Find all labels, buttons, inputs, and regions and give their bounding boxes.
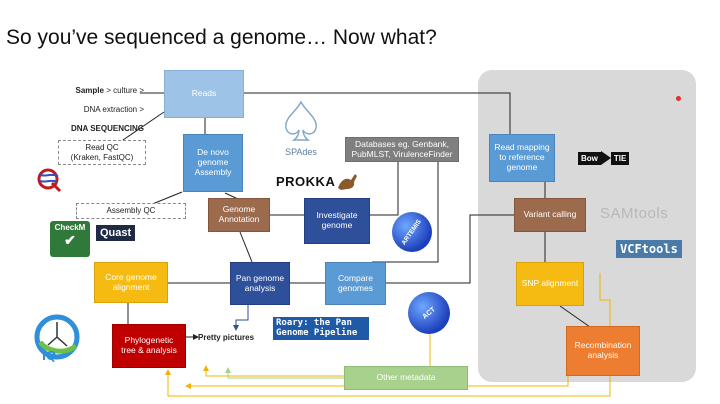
checkmark-icon: ✔ [64,232,76,248]
pointer-dot [676,96,681,101]
vcftools-logo: VCFtools [616,240,682,258]
samtools-logo: SAMtools [600,205,669,222]
page-title: So you’ve sequenced a genome… Now what? [6,26,437,49]
genome-annotation-box: Genome Annotation [208,198,270,232]
pretty-pictures-label: Pretty pictures [198,333,255,342]
phylogenetic-box: Phylogenetic tree & analysis [112,324,186,368]
svg-text:iQ: iQ [42,349,56,362]
pan-genome-box: Pan genome analysis [230,262,290,305]
de-novo-assembly-box: De novo genome Assembly [183,134,243,192]
roary-logo: Roary: the Pan Genome Pipeline [273,317,369,340]
other-metadata-box: Other metadata [344,366,468,390]
recombination-box: Recombination analysis [566,326,640,376]
compare-genomes-box: Compare genomes [325,262,386,305]
read-mapping-box: Read mapping to reference genome [489,134,555,182]
databases-box: Databases eg. Genbank, PubMLST, Virulenc… [345,137,459,162]
sample-text: Sample > culture > DNA extraction > DNA … [70,85,144,133]
kraken-q-logo [36,167,62,193]
spades-logo: SPAdes [270,98,332,157]
bowtie-logo: Bow TIE [578,150,630,166]
variant-calling-box: Variant calling [514,198,586,232]
quast-logo: Quast [96,225,136,241]
spade-icon [285,100,317,141]
read-qc-label: Read QC (Kraken, FastQC) [58,140,146,166]
checkm-logo: CheckM ✔ [50,221,90,257]
investigate-genome-box: Investigate genome [304,198,370,244]
bowtie-icon [600,151,611,165]
q-icon [37,168,62,193]
snp-alignment-box: SNP alignment [516,262,584,306]
kangaroo-icon [338,174,358,190]
act-logo: ACT [408,292,450,334]
iqtree-icon: iQ [34,314,80,363]
prokka-logo: PROKKA [276,170,359,192]
core-genome-box: Core genome alignment [94,262,168,303]
iqtree-logo: iQ [32,312,82,363]
assembly-qc-label: Assembly QC [76,203,186,219]
reads-box: Reads [164,70,244,118]
artemis-logo: ARTEMIS [392,212,432,252]
